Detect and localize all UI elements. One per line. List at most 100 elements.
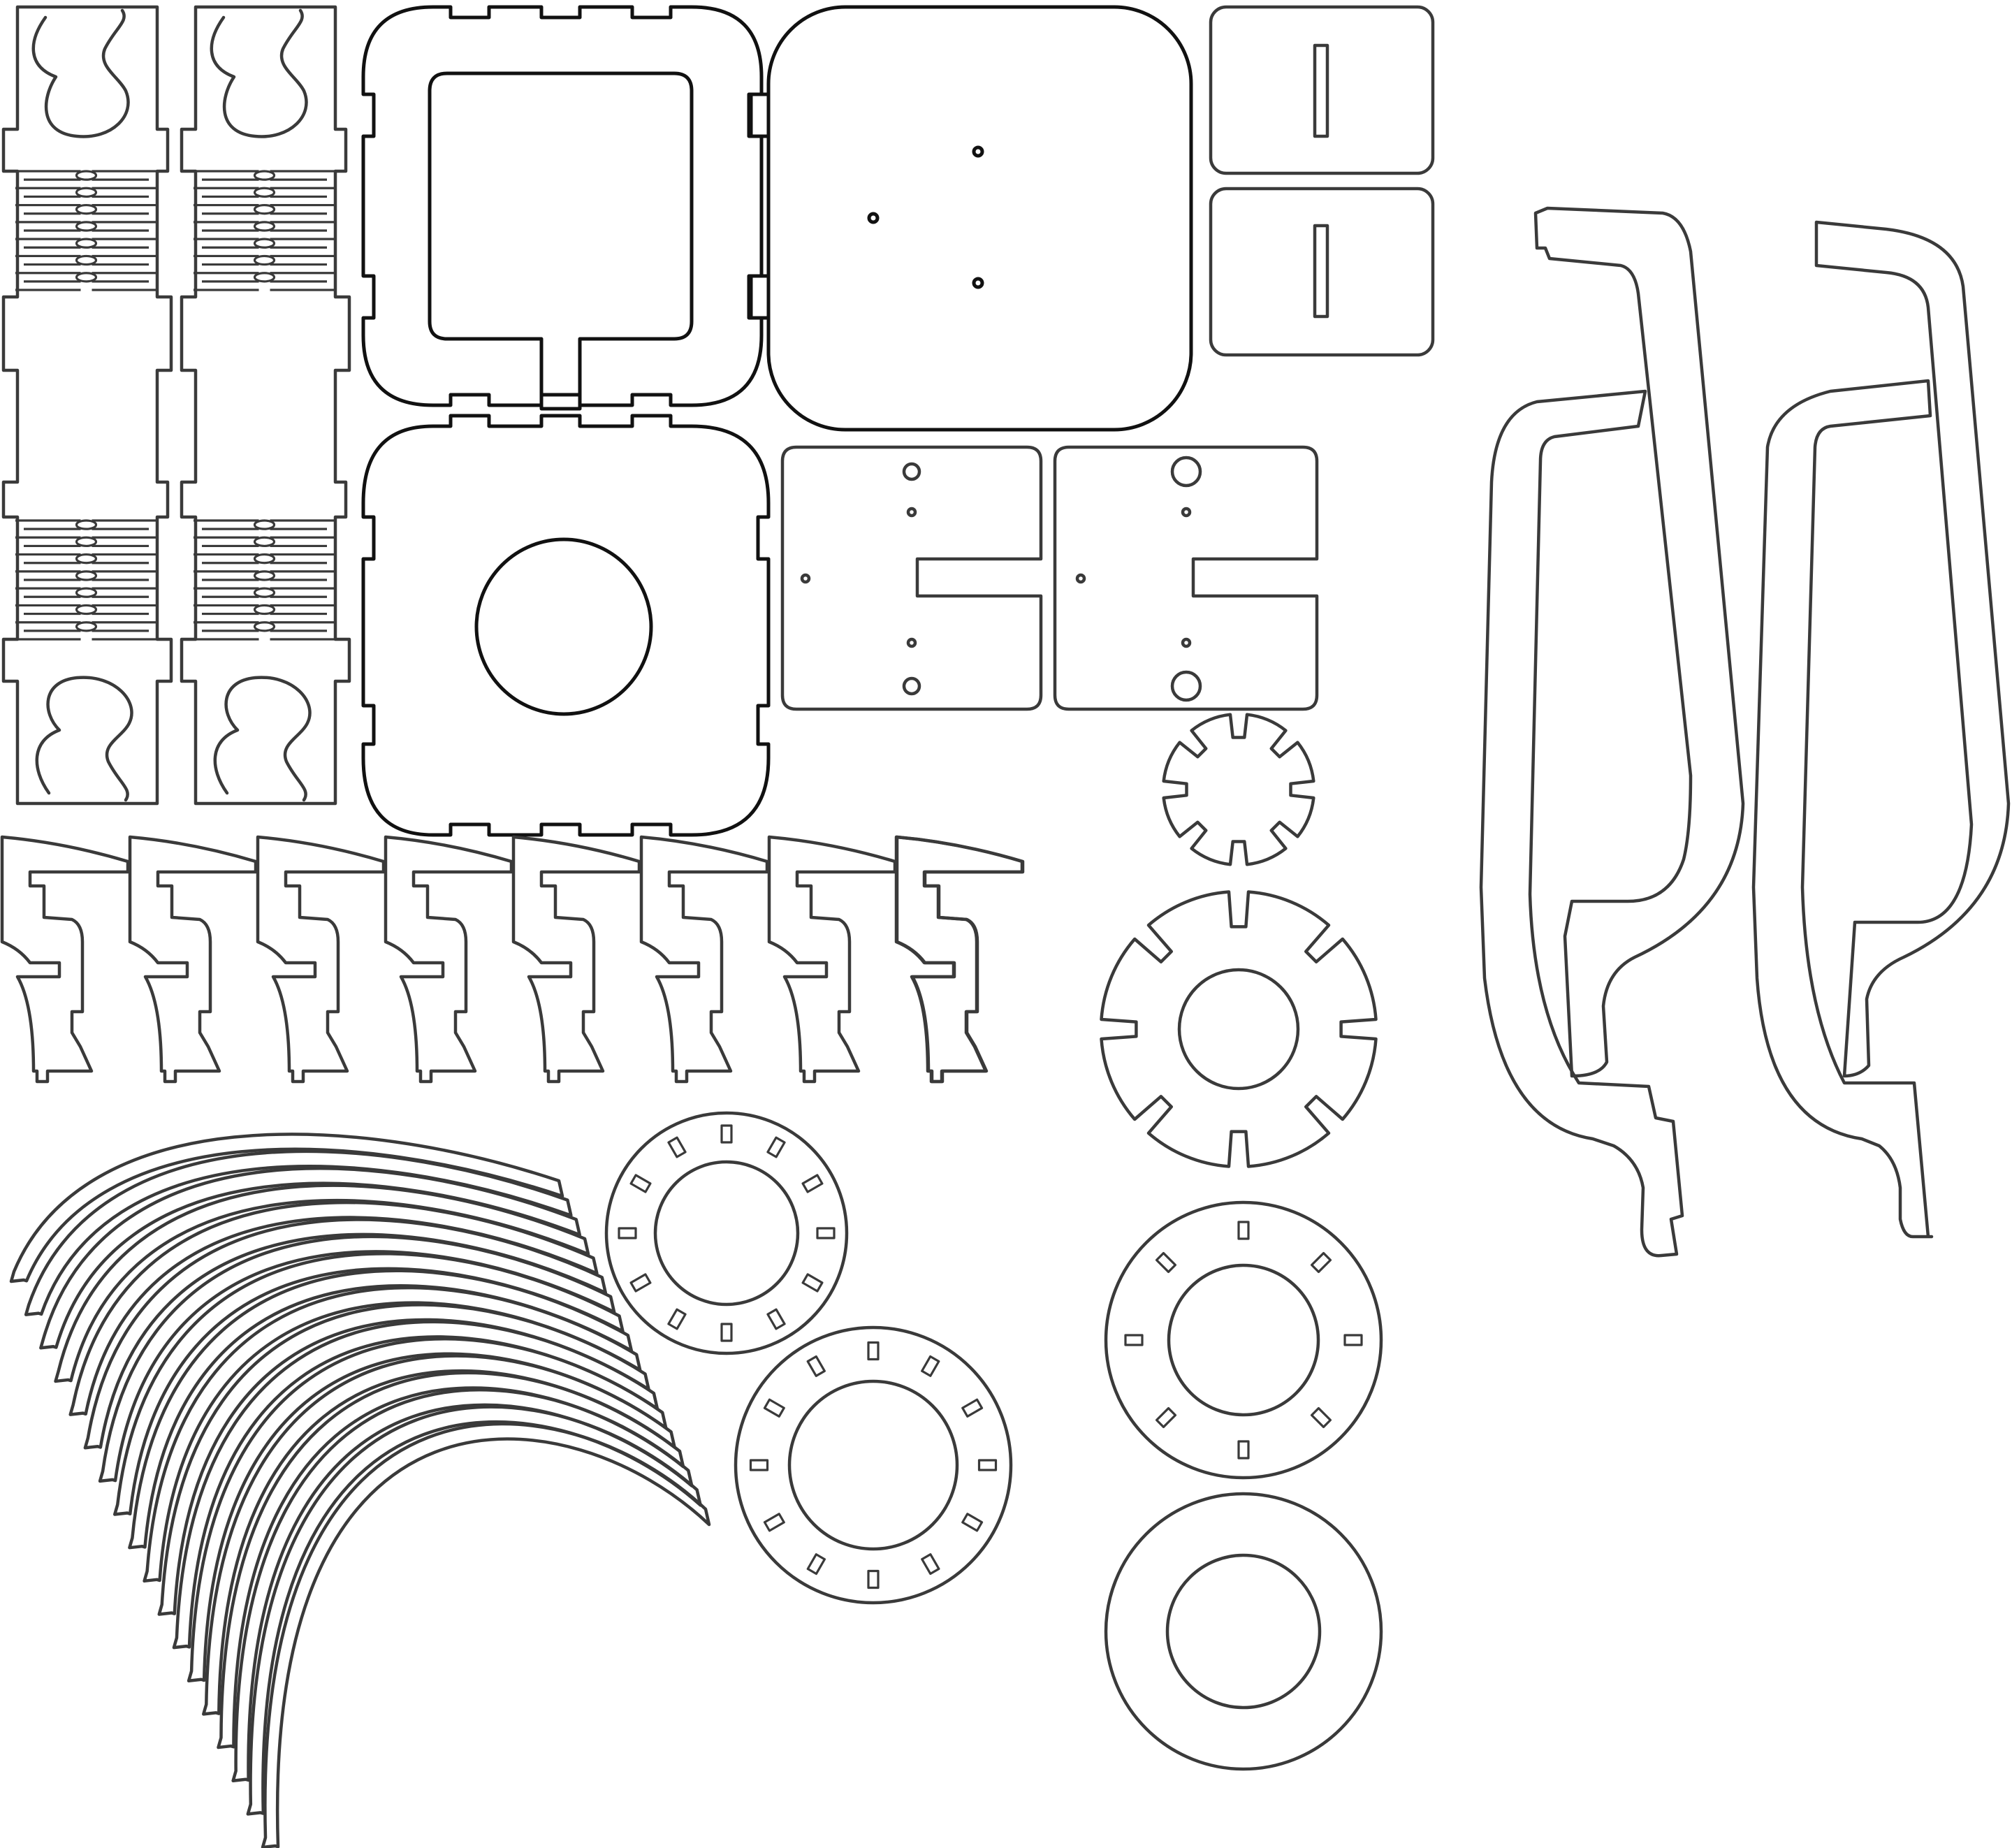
ring-slot-hole [720, 1323, 733, 1342]
arc-rib [261, 1422, 711, 1848]
ring-slot-hole [763, 1513, 785, 1532]
ring-slot-hole [801, 1273, 824, 1293]
ring-slot-hole [977, 1459, 998, 1471]
arc-rib [9, 1133, 564, 1283]
bracket-part [639, 835, 769, 1084]
ring-inner-edge [1177, 968, 1300, 1091]
bracket-part [256, 835, 386, 1084]
flex-hinge-cuts-lower [194, 519, 335, 641]
bracket-part [894, 835, 1024, 1084]
hinge-cut-loop [253, 187, 276, 198]
ring-slot-hole [667, 1308, 687, 1330]
arc-rib [54, 1184, 590, 1383]
bracket-part [511, 835, 641, 1084]
arc-rib [24, 1149, 573, 1316]
frame-panel-circle [361, 414, 771, 837]
ring-inner-edge [653, 1160, 800, 1307]
hinge-cut-loop [75, 604, 98, 616]
hinge-strip-left [1, 5, 173, 806]
ring-outer-edge [604, 1111, 849, 1355]
hinge-cut-loop [253, 536, 276, 548]
notched-plate-left [780, 445, 1043, 711]
hinge-cut-loop [75, 519, 98, 530]
medium-gear-ring [1100, 890, 1378, 1168]
slotted-ring-a [604, 1111, 849, 1355]
ring-slot-hole [1310, 1251, 1332, 1274]
ring-slot-hole [867, 1569, 880, 1589]
ring-slot-hole [867, 1341, 880, 1361]
hinge-cut-loop [75, 170, 98, 181]
bracket-part [767, 835, 897, 1084]
ring-slot-hole [1124, 1334, 1144, 1346]
ring-slot-hole [1237, 1440, 1250, 1460]
frame-panel-window [361, 5, 764, 411]
hinge-cut-loop [253, 272, 276, 283]
arc-rib-parts [9, 1133, 711, 1848]
ring-parts [604, 713, 1383, 1771]
hinge-cut-loop [75, 553, 98, 565]
arc-rib [39, 1167, 581, 1350]
ring-slot-hole [1155, 1251, 1177, 1274]
curved-leg-2 [1751, 220, 2011, 1239]
notched-plate-right [1053, 445, 1319, 711]
hinge-cut-loop [75, 621, 98, 632]
gear-outline [1162, 713, 1315, 866]
slotted-ring-c [1104, 1200, 1383, 1480]
hinge-cut-loop [75, 203, 98, 215]
hinge-cut-loop [253, 604, 276, 616]
ring-slot-hole [618, 1227, 637, 1239]
ring-slot-hole [766, 1136, 786, 1158]
ring-slot-hole [1310, 1406, 1332, 1429]
hinge-strip-right [180, 5, 351, 806]
arc-rib [128, 1269, 634, 1550]
small-gear-ring [1162, 713, 1315, 866]
hinge-cut-loop [75, 536, 98, 548]
ring-slot-hole [667, 1136, 687, 1158]
flex-hinge-cuts-upper [194, 170, 335, 291]
bracket-part [895, 835, 1025, 1084]
hinge-cut-loop [75, 221, 98, 232]
ring-slot-hole [1343, 1334, 1363, 1346]
ring-outer-edge [1104, 1492, 1383, 1771]
hinge-cut-loop [253, 570, 276, 581]
slot-tab-upper [1209, 5, 1435, 175]
hinge-cut-loop [253, 254, 276, 266]
ring-slot-hole [1237, 1221, 1250, 1240]
ring-inner-edge [1165, 1553, 1322, 1710]
hinge-cut-loop [75, 272, 98, 283]
ring-slot-hole [1155, 1406, 1177, 1429]
hinge-cut-loop [253, 553, 276, 565]
curved-leg-1 [1479, 206, 1745, 1258]
arc-rib [246, 1405, 702, 1816]
hinge-cut-loop [75, 570, 98, 581]
hinge-cut-loop [253, 519, 276, 530]
ring-slot-hole [921, 1553, 940, 1576]
ring-slot-hole [921, 1355, 940, 1377]
flex-hinge-cuts-lower [15, 519, 157, 641]
slotted-ring-b [734, 1325, 1013, 1605]
gear-outline [1100, 890, 1378, 1168]
hinge-cut-loop [253, 203, 276, 215]
lid-panel [747, 5, 1193, 432]
ring-inner-edge [787, 1379, 959, 1551]
flex-hinge-cuts-upper [15, 170, 157, 291]
hinge-cut-loop [253, 221, 276, 232]
plain-ring [1104, 1492, 1383, 1771]
ring-slot-hole [961, 1398, 984, 1418]
hinge-cut-loop [75, 587, 98, 598]
hinge-cut-loop [75, 187, 98, 198]
ring-slot-hole [749, 1459, 769, 1471]
hinge-cut-loop [253, 170, 276, 181]
ring-slot-hole [720, 1124, 733, 1144]
ring-slot-hole [801, 1174, 824, 1193]
hinge-cut-loop [75, 254, 98, 266]
ring-slot-hole [763, 1398, 785, 1418]
hinge-cut-loop [75, 238, 98, 249]
ring-inner-edge [1167, 1263, 1320, 1417]
ring-slot-hole [766, 1308, 786, 1330]
slot-tab-lower [1209, 187, 1435, 357]
ring-outer-edge [734, 1325, 1013, 1605]
ring-slot-hole [629, 1174, 652, 1193]
